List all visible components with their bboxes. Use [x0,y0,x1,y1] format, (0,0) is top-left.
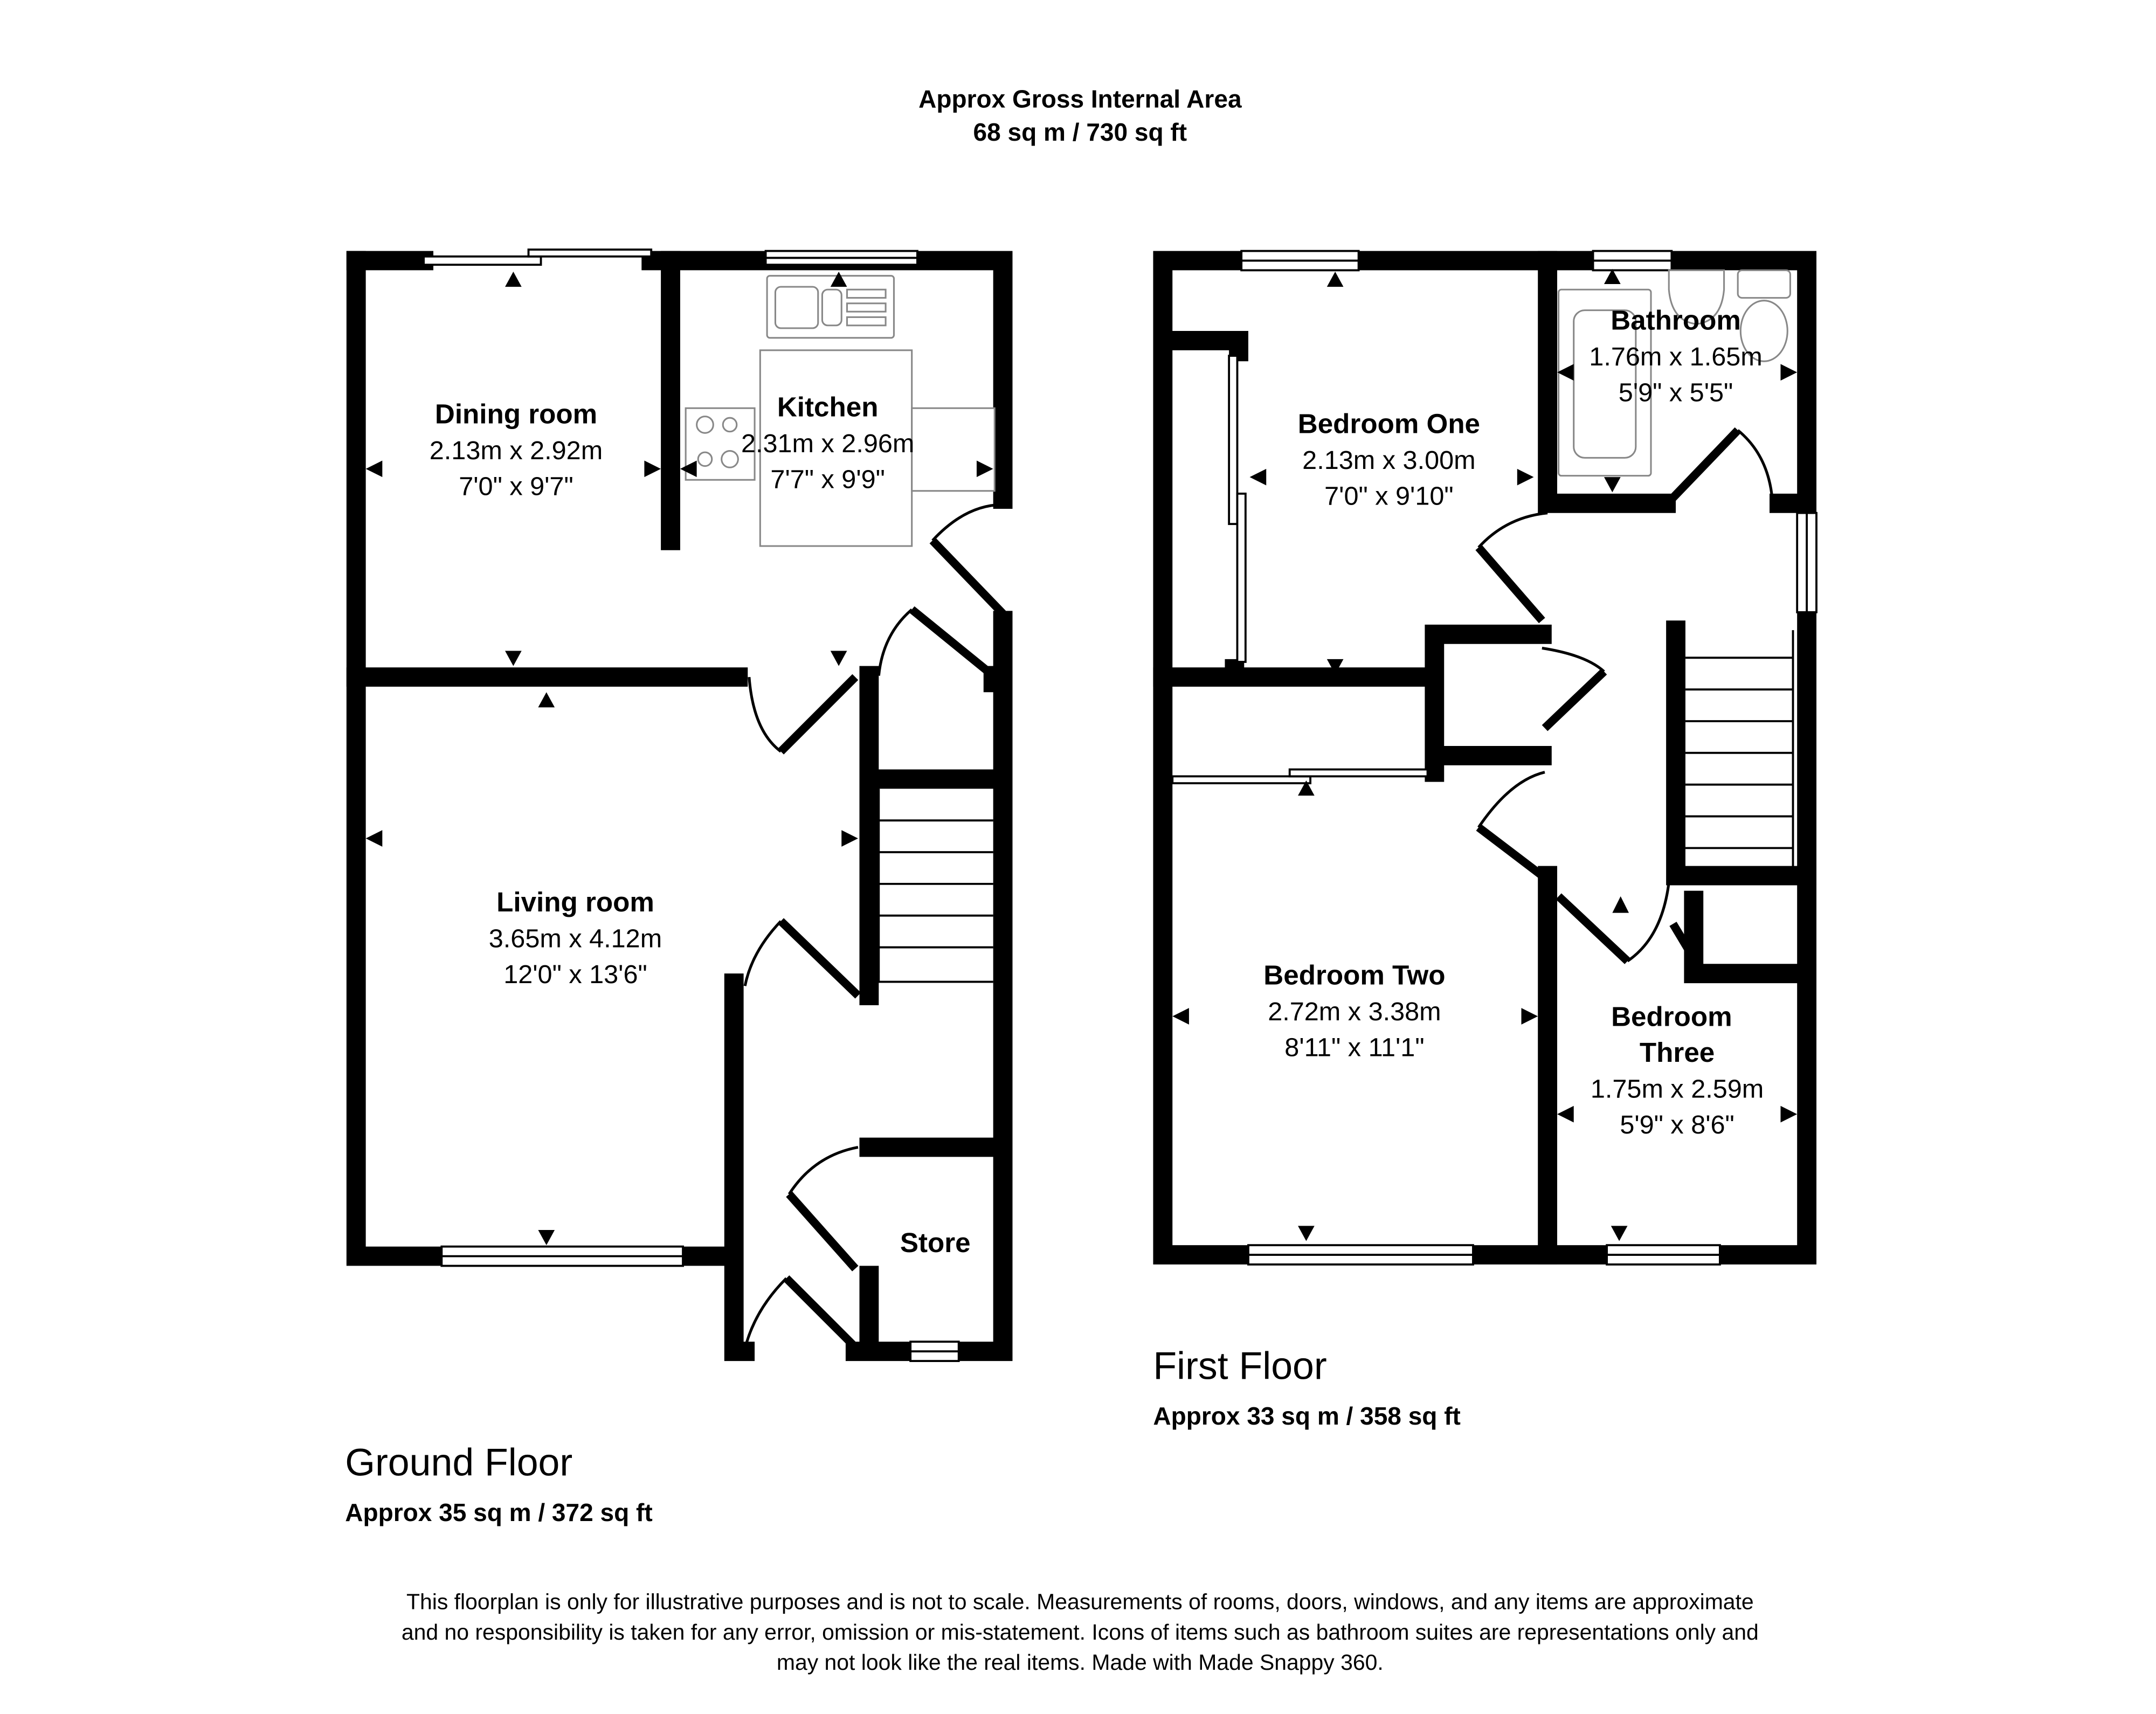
staircase [877,789,993,983]
ground-floor-area: Approx 35 sq m / 372 sq ft [345,1498,652,1526]
room-metric-dining: 2.13m x 2.92m [430,436,603,465]
room-name-living: Living room [496,887,654,917]
room-imperial-bathroom: 5'9" x 5'5" [1619,378,1733,407]
header-area: 68 sq m / 730 sq ft [973,118,1187,146]
room-name-store: Store [900,1227,971,1258]
room-imperial-bedroom-one: 7'0" x 9'10" [1324,481,1453,510]
hob-icon [685,407,756,481]
room-metric-bedroom-two: 2.72m x 3.38m [1268,997,1441,1026]
room-imperial-bedroom-three: 5'9" x 8'6" [1620,1110,1734,1139]
bath-icon [1558,288,1652,477]
header-title: Approx Gross Internal Area [918,85,1242,113]
first-floor-plan: Bedroom One 2.13m x 3.00m 7'0" x 9'10" B… [1153,250,1818,1266]
room-name-bathroom: Bathroom [1611,305,1741,335]
room-name-dining: Dining room [435,398,597,429]
ground-floor-plan: Dining room 2.13m x 2.92m 7'0" x 9'7" Ki… [346,248,1013,1362]
dimension-arrows [1172,268,1798,1241]
room-name-bedroom-three-line2: Three [1640,1037,1715,1068]
staircase [1685,630,1794,876]
first-floor-area: Approx 33 sq m / 358 sq ft [1153,1402,1460,1430]
room-imperial-living: 12'0" x 13'6" [503,960,647,989]
disclaimer-line-1: This floorplan is only for illustrative … [406,1589,1754,1614]
room-metric-bedroom-three: 1.75m x 2.59m [1591,1074,1764,1103]
room-imperial-bedroom-two: 8'11" x 11'1" [1284,1033,1424,1062]
toilet-icon [1737,269,1791,362]
sink-icon [766,275,895,339]
disclaimer-line-3: may not look like the real items. Made w… [777,1650,1384,1675]
ground-floor-label: Ground Floor [345,1441,572,1484]
room-name-bedroom-two: Bedroom Two [1263,960,1445,991]
room-name-bedroom-one: Bedroom One [1298,408,1480,439]
first-floor-label: First Floor [1153,1344,1326,1387]
room-metric-living: 3.65m x 4.12m [489,924,662,953]
room-name-kitchen: Kitchen [777,392,879,423]
disclaimer-line-2: and no responsibility is taken for any e… [402,1620,1759,1644]
basin-icon [1668,269,1725,325]
room-name-bedroom-three: Bedroom [1611,1001,1732,1032]
room-imperial-kitchen: 7'7" x 9'9" [770,465,884,494]
room-imperial-dining: 7'0" x 9'7" [459,472,573,501]
room-metric-bathroom: 1.76m x 1.65m [1589,342,1762,371]
room-metric-bedroom-one: 2.13m x 3.00m [1302,446,1475,475]
room-metric-kitchen: 2.31m x 2.96m [741,429,914,458]
dimension-arrows [365,271,993,1246]
